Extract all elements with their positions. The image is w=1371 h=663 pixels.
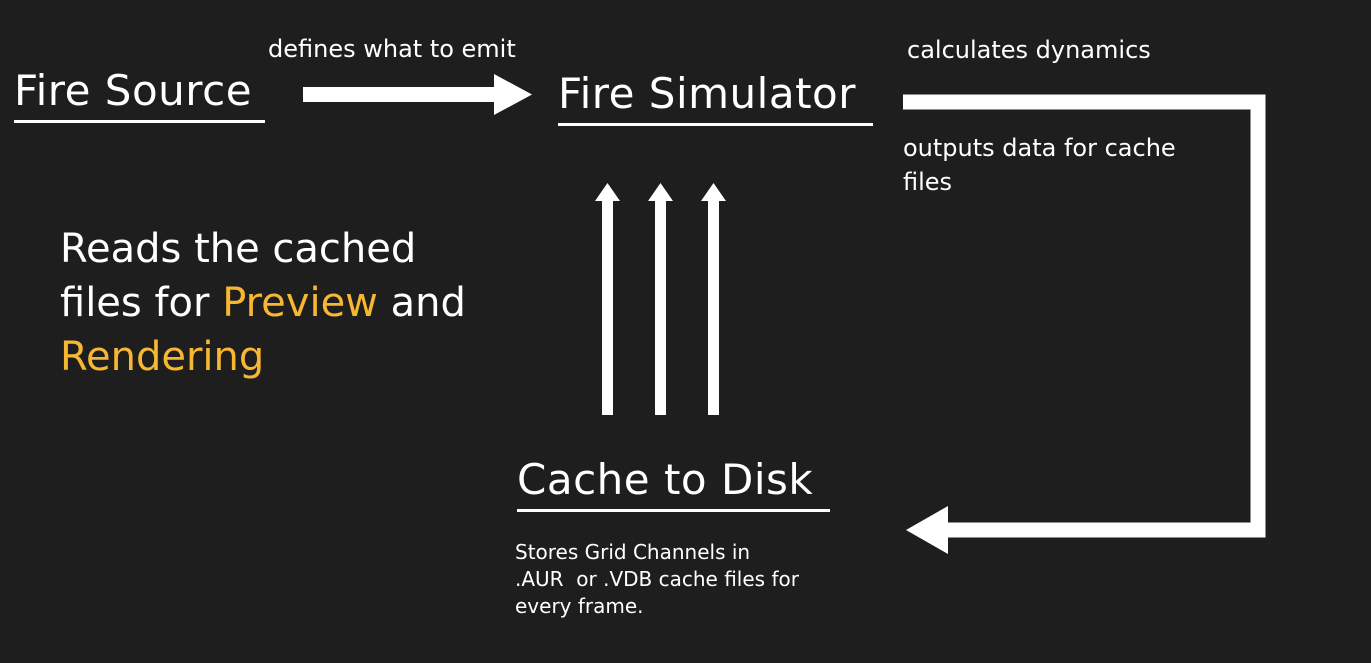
reads-text-files-for: files for xyxy=(60,280,223,326)
cache-caption-line2: .AUR or .VDB cache files for xyxy=(515,567,799,591)
reads-text-line1: Reads the cached xyxy=(60,226,417,272)
arrow-up-2 xyxy=(648,183,673,415)
calculates-dynamics-label: calculates dynamics xyxy=(907,36,1151,64)
fire-simulator-node: Fire Simulator xyxy=(558,69,857,118)
preview-highlight: Preview xyxy=(222,280,378,326)
fire-simulator-underline xyxy=(558,123,873,126)
cache-to-disk-underline xyxy=(517,509,830,512)
cache-to-disk-node: Cache to Disk xyxy=(517,455,814,504)
arrow-up-1 xyxy=(595,183,620,415)
outputs-data-label-line2: files xyxy=(903,168,953,196)
reads-text-line2: files for Preview and xyxy=(60,276,466,330)
rendering-highlight: Rendering xyxy=(60,334,265,380)
arrow-simulator-to-cache xyxy=(903,94,1266,554)
cache-caption-line3: every frame. xyxy=(515,594,644,618)
outputs-data-label-line1: outputs data for cache xyxy=(903,134,1176,162)
defines-what-to-emit-label: defines what to emit xyxy=(268,35,516,63)
arrow-up-3 xyxy=(701,183,726,415)
fire-source-node: Fire Source xyxy=(14,66,253,115)
cache-caption-line1: Stores Grid Channels in xyxy=(515,540,751,564)
fire-source-underline xyxy=(14,120,265,123)
arrow-source-to-simulator xyxy=(303,74,532,115)
reads-text-and: and xyxy=(377,280,466,326)
